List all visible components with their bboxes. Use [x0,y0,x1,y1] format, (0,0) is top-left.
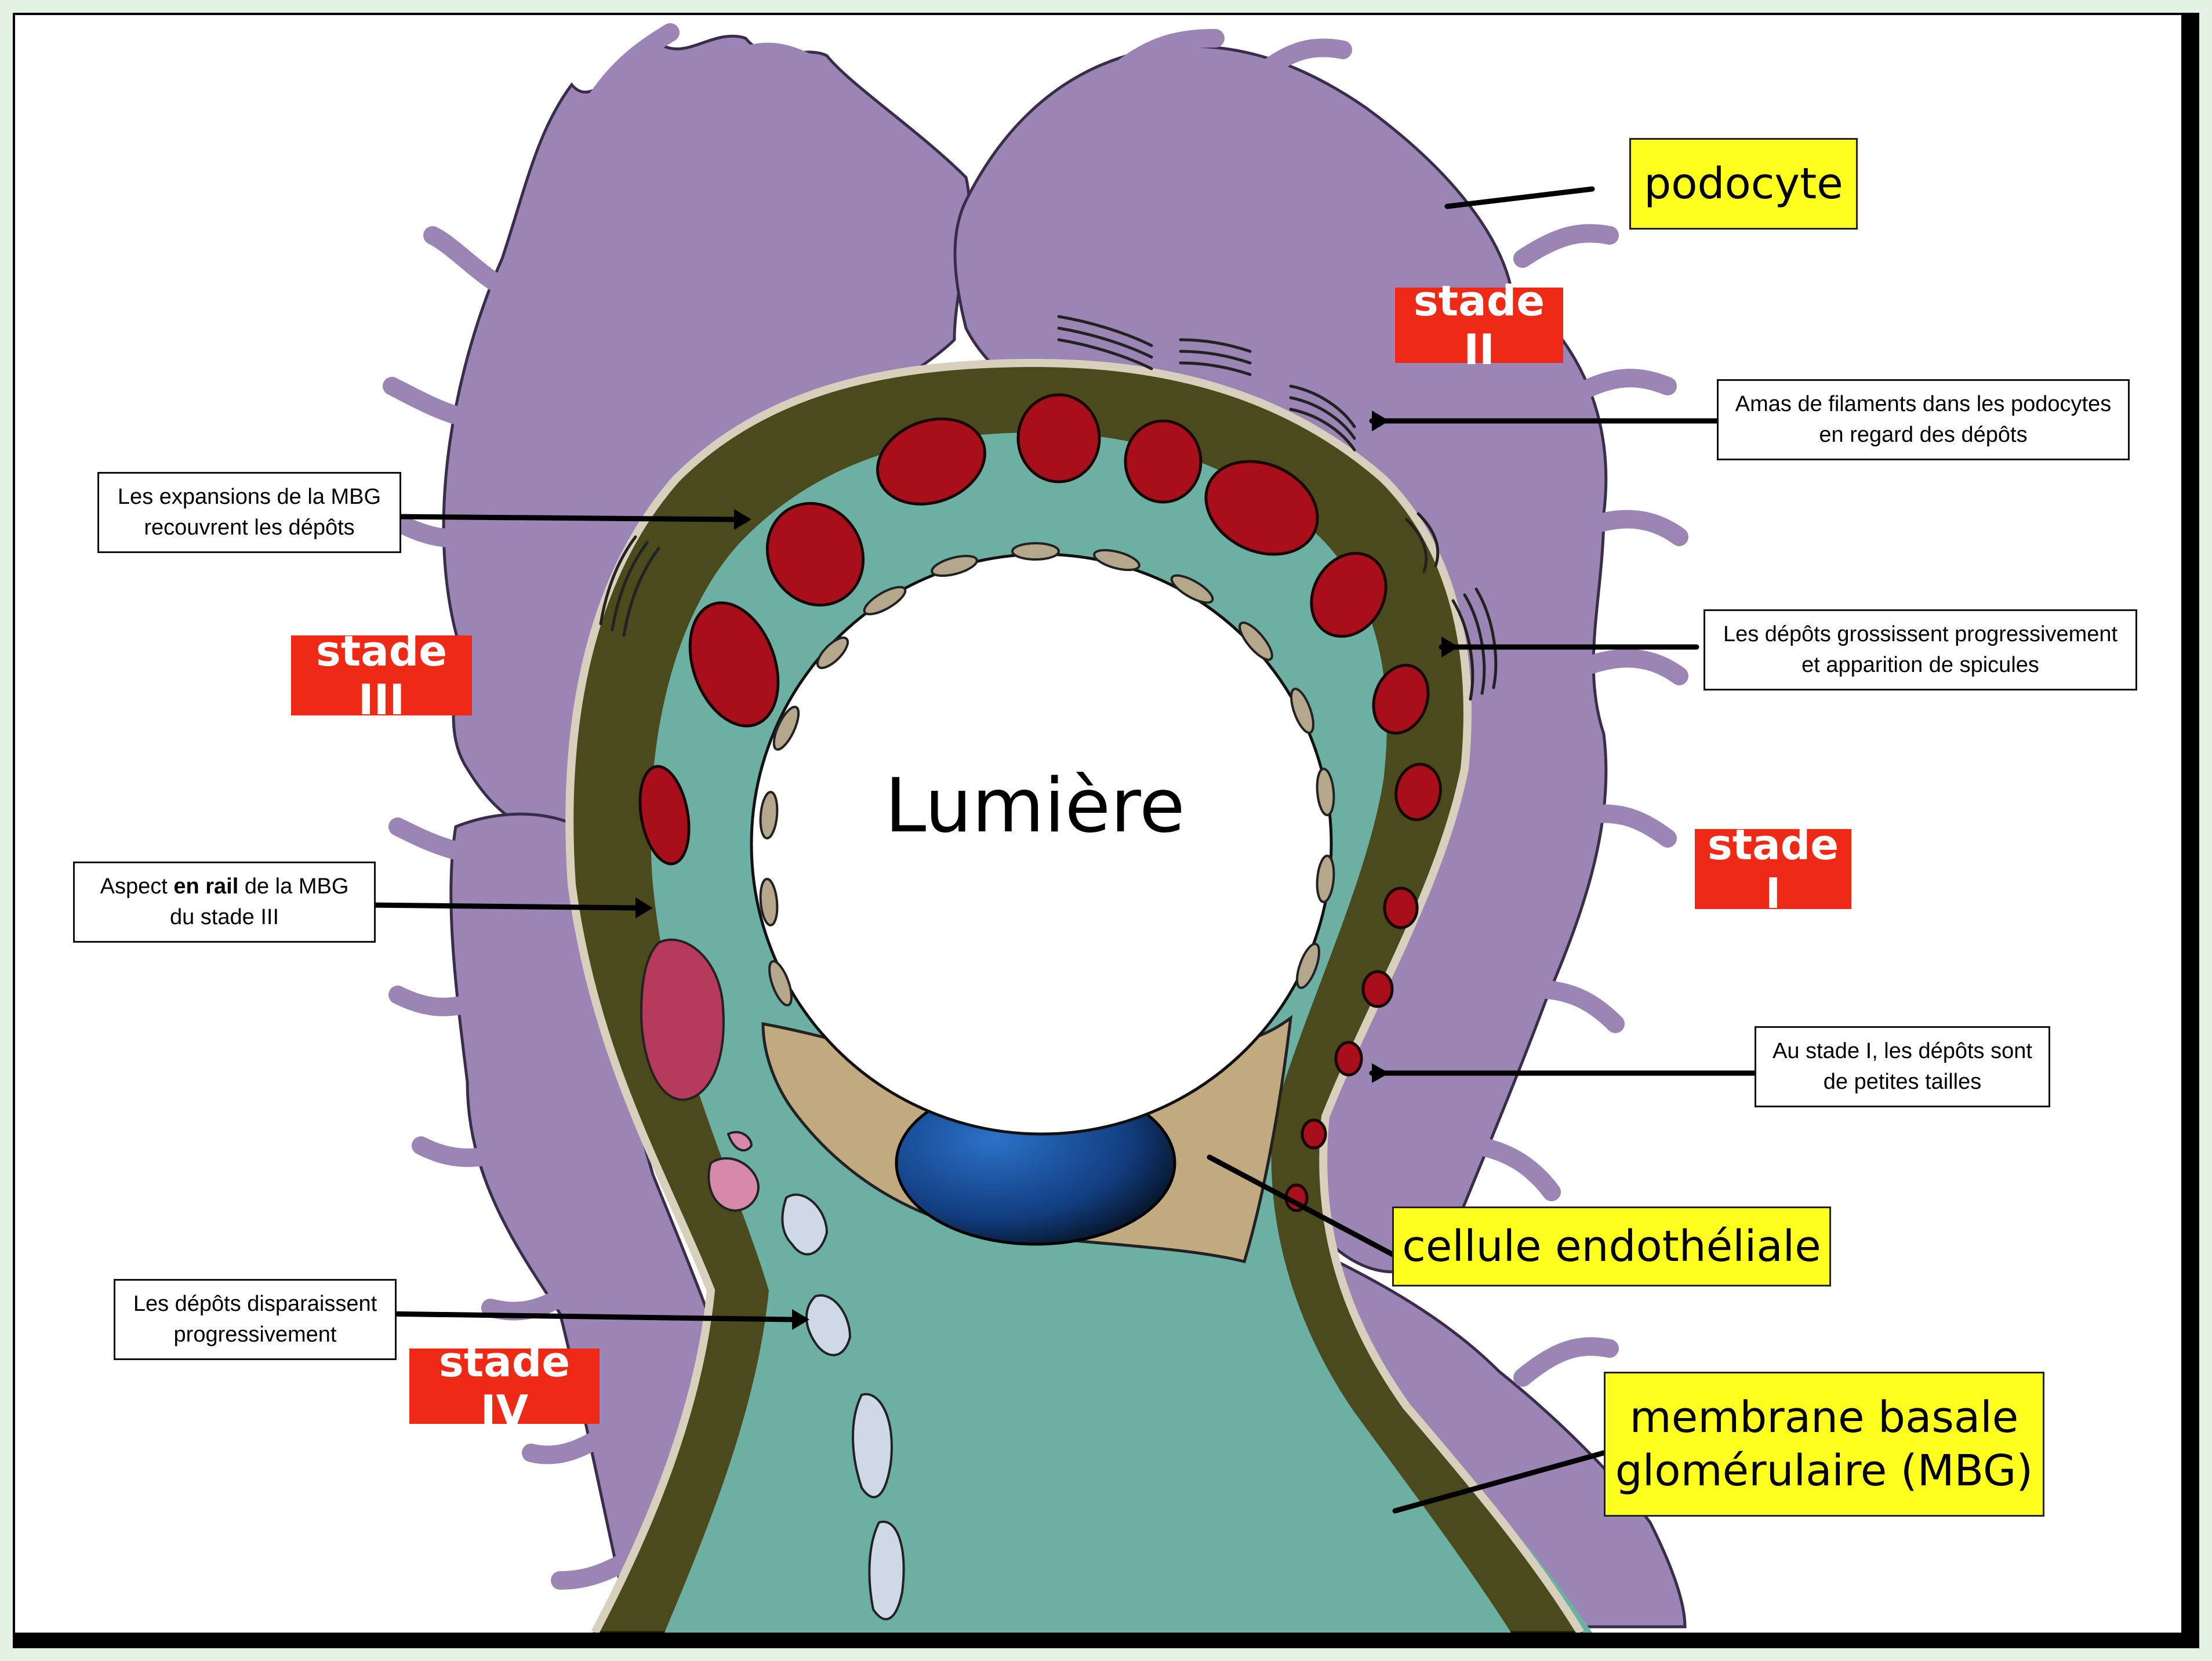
note-line: Les dépôts grossissent progressivement [1723,619,2117,650]
note-line: du stade III [170,902,279,933]
stage-iii-badge: stade III [291,635,472,715]
note-gbm-expansions: Les expansions de la MBG recouvrent les … [97,472,401,553]
note-line: et apparition de spicules [1801,650,2039,681]
stage-i-badge: stade I [1695,829,1851,909]
deposit [1363,972,1392,1006]
note-text: Aspect [100,874,174,899]
stage-iv-badge: stade IV [409,1349,600,1424]
note-line: Aspect en rail de la MBG [100,871,349,902]
note-line: recouvrent les dépôts [144,513,354,543]
note-small-deposits: Au stade I, les dépôts sont de petites t… [1755,1026,2050,1107]
note-line: Amas de filaments dans les podocytes [1735,389,2111,420]
podocyte-label: podocyte [1629,138,1858,230]
note-line: Au stade I, les dépôts sont [1772,1036,2032,1067]
stage-ii-badge: stade II [1395,288,1563,363]
note-deposits-grow: Les dépôts grossissent progressivement e… [1704,609,2137,690]
deposit [1018,395,1099,482]
note-line: en regard des dépôts [1819,420,2027,450]
note-line: Les dépôts disparaissent [133,1289,377,1320]
note-text: de la MBG [238,874,348,899]
gbm-label-line1: membrane basale [1630,1391,2019,1445]
gbm-label: membrane basale glomérulaire (MBG) [1604,1372,2044,1517]
deposit [1125,421,1201,502]
note-bold-text: en rail [173,874,238,899]
deposit [1336,1042,1361,1075]
lumen-label: Lumière [885,763,1185,849]
endothelial-cell-label: cellule endothéliale [1392,1206,1831,1286]
note-deposits-disappear: Les dépôts disparaissent progressivement [114,1279,397,1360]
note-rail-aspect: Aspect en rail de la MBG du stade III [73,862,376,943]
deposit [1385,888,1417,928]
note-filament-bundles: Amas de filaments dans les podocytes en … [1717,379,2130,460]
deposit [1302,1120,1325,1148]
note-line: Les expansions de la MBG [118,482,381,513]
note-line: progressivement [174,1320,337,1350]
diagram-panel: Lumière podocyte cellule endothéliale me… [15,15,2181,1633]
note-line: de petites tailles [1824,1067,1982,1097]
gbm-label-line2: glomérulaire (MBG) [1615,1444,2033,1498]
